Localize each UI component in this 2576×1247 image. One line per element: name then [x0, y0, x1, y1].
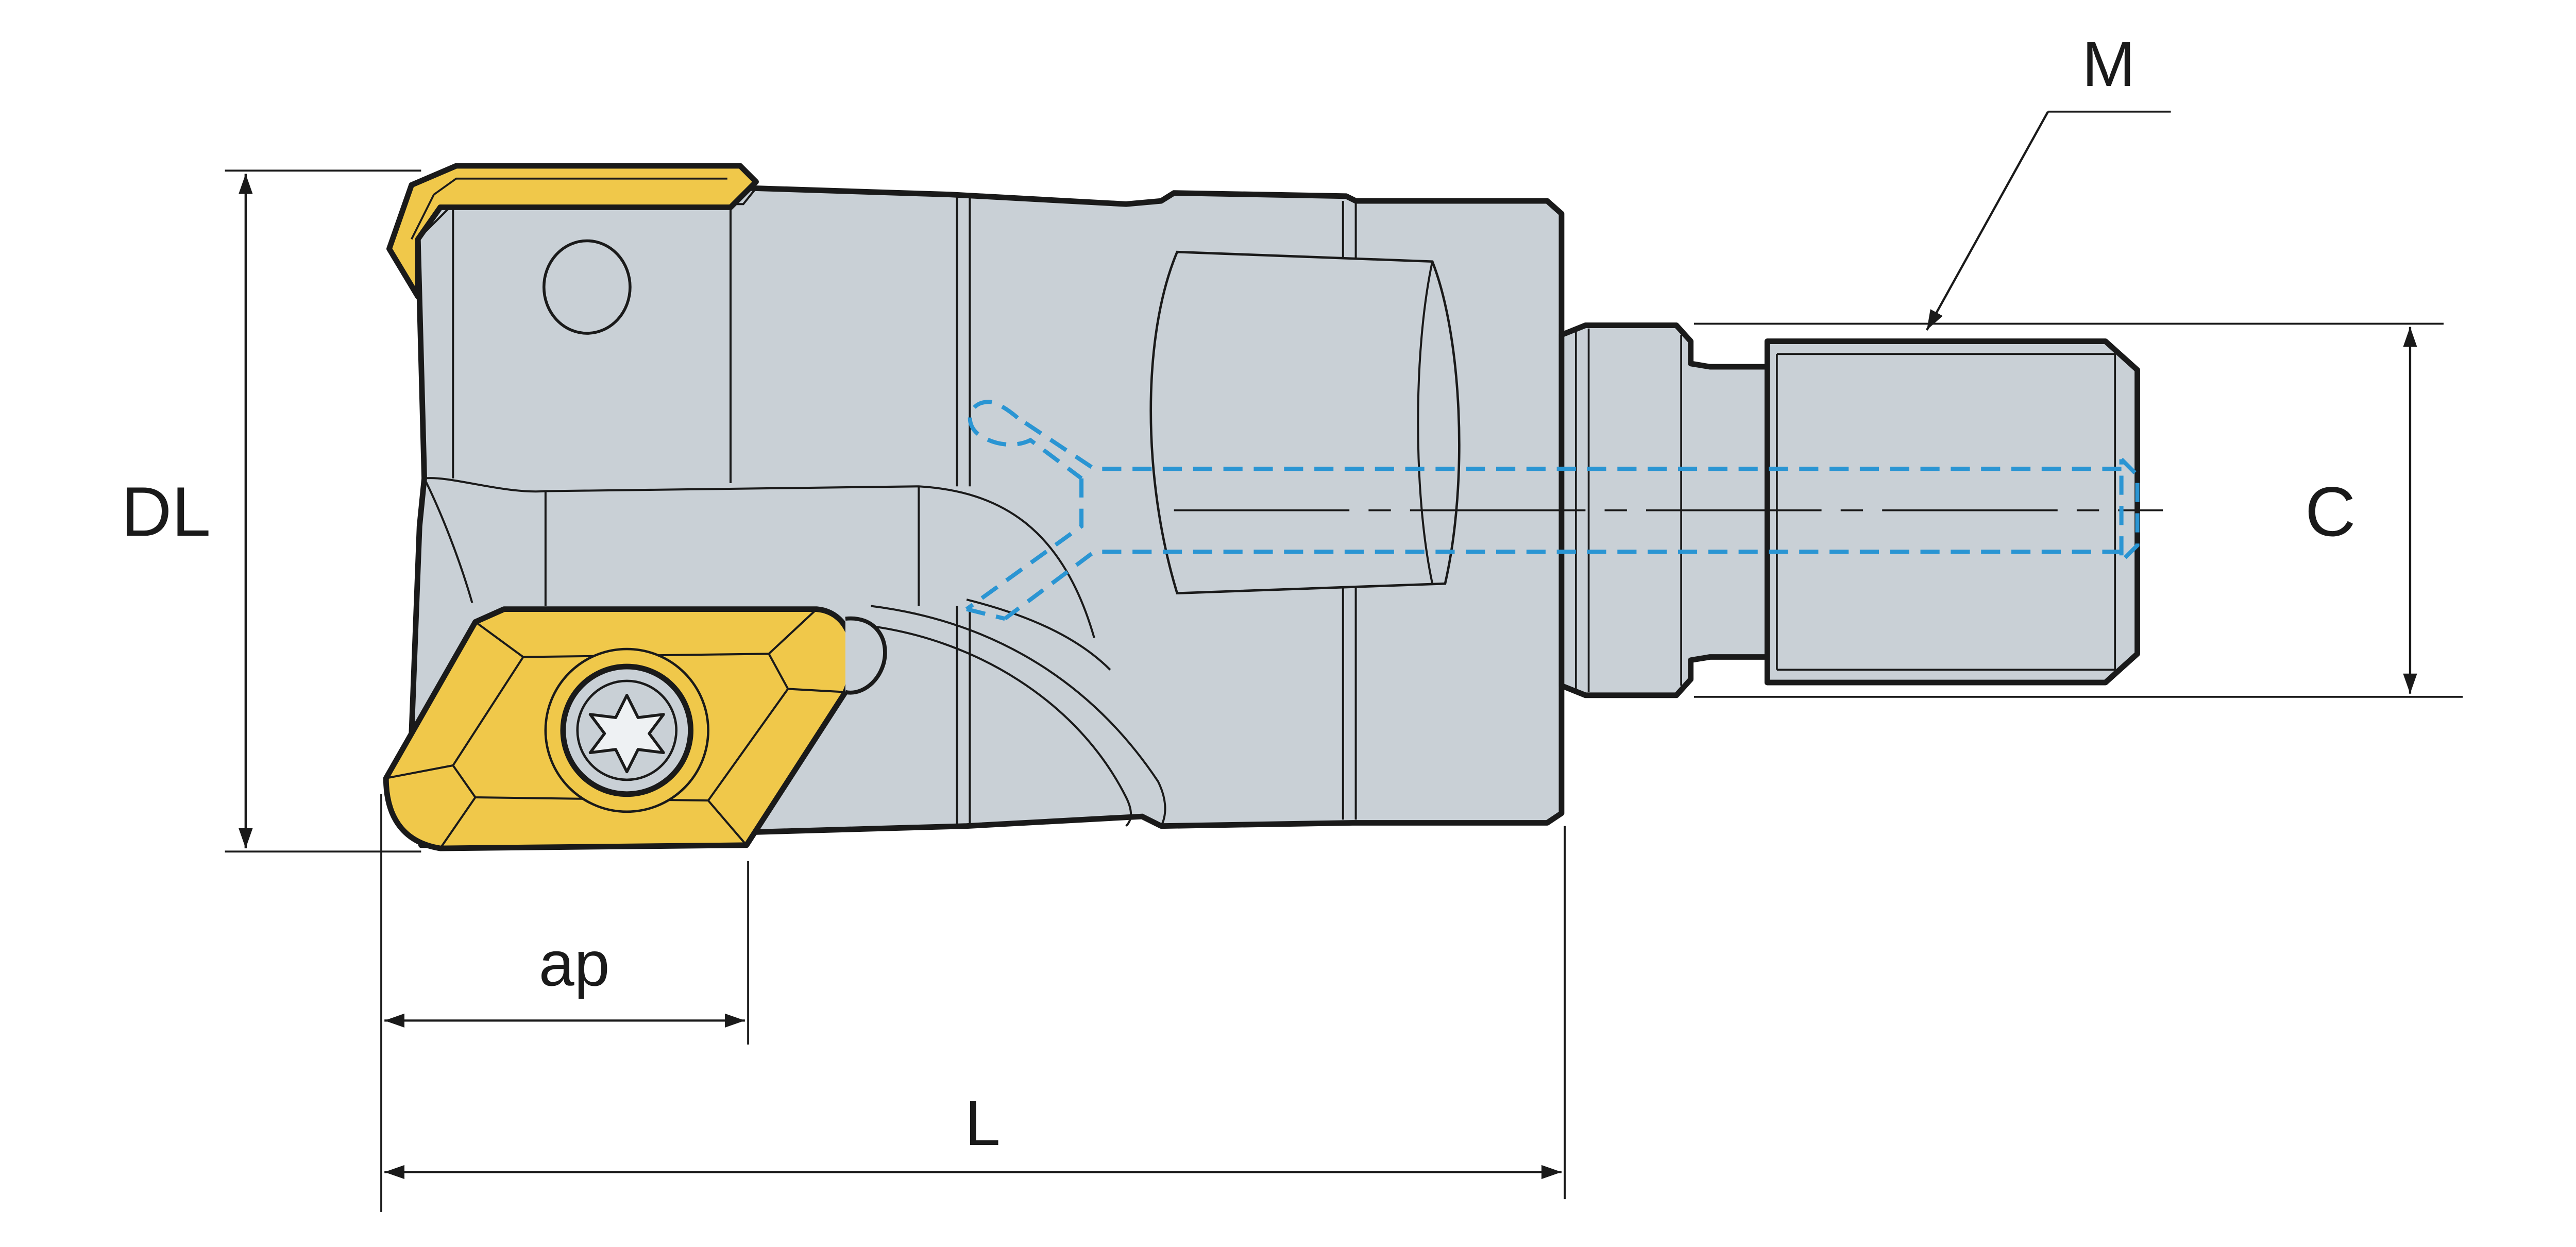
dimension-ap: ap [380, 794, 749, 1212]
cutting-insert-top [386, 163, 759, 300]
insert-bottom-facet [385, 608, 845, 849]
coolant-channel-lower [1004, 550, 2122, 621]
insert-pin [844, 616, 887, 695]
dimension-L: L [384, 826, 1566, 1200]
insert-top [386, 163, 759, 300]
wrench-flat [1149, 250, 1461, 595]
coolant-channel-upper [1016, 416, 2122, 471]
dimension-M: M [1926, 29, 2171, 331]
dimension-DL: DL [121, 169, 421, 853]
insert-top-edge [411, 177, 727, 240]
coolant-branch [965, 478, 1084, 611]
coolant-channel-end [2119, 457, 2140, 567]
chip-flute [424, 477, 1095, 638]
dimension-C: C [1693, 322, 2463, 698]
coolant-outlet-lower [966, 607, 1006, 621]
label-M: M [2082, 29, 2135, 100]
label-DL: DL [121, 472, 211, 551]
coolant-channels [965, 400, 2140, 621]
label-C: C [2305, 472, 2355, 551]
leader-line [1926, 111, 2049, 331]
flute-curve [423, 477, 473, 603]
threaded-shank [1764, 338, 2140, 686]
label-L: L [965, 1088, 1001, 1159]
label-ap: ap [539, 928, 610, 999]
wrench-flat-edge [1417, 261, 1434, 584]
lower-curve [871, 605, 1166, 827]
lower-curve [862, 624, 1132, 827]
coolant-outlet-upper [968, 400, 1083, 480]
body-hole [542, 239, 632, 335]
torx-screw-icon [544, 647, 709, 813]
lower-curve [966, 599, 1111, 671]
cutting-insert-bottom [383, 606, 887, 851]
